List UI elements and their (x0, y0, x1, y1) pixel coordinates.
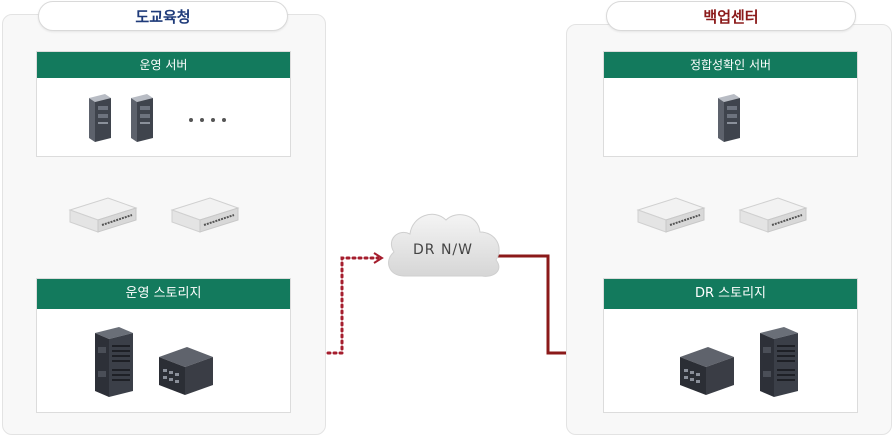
ops-storage-panel-header: 운영 스토리지 (37, 279, 290, 309)
ops-server-panel: 운영 서버 (36, 51, 291, 157)
dr-storage-panel: DR 스토리지 (603, 278, 858, 413)
dr-storage-panel-header: DR 스토리지 (604, 279, 857, 309)
verify-server-panel-header: 정합성확인 서버 (604, 52, 857, 78)
ops-storage-panel: 운영 스토리지 (36, 278, 291, 413)
server-tower-icon (131, 94, 153, 142)
server-tower-icon (89, 94, 111, 142)
verify-server-panel: 정합성확인 서버 (603, 51, 858, 157)
ellipsis-icon (189, 118, 226, 122)
storage-rack-icon (760, 327, 798, 397)
ops-server-panel-header: 운영 서버 (37, 52, 290, 78)
network-label: DR N/W (413, 242, 473, 258)
network-switch-icon (170, 197, 240, 233)
network-switch-icon (68, 197, 138, 233)
right-site-title: 백업센터 (606, 1, 856, 31)
storage-box-icon (159, 347, 213, 395)
network-switch-icon (738, 197, 808, 233)
storage-box-icon (680, 347, 734, 395)
server-tower-icon (718, 94, 740, 142)
storage-rack-icon (95, 327, 133, 397)
network-switch-icon (636, 197, 706, 233)
left-site-title: 도교육청 (38, 1, 288, 31)
cloud-icon (388, 213, 500, 277)
